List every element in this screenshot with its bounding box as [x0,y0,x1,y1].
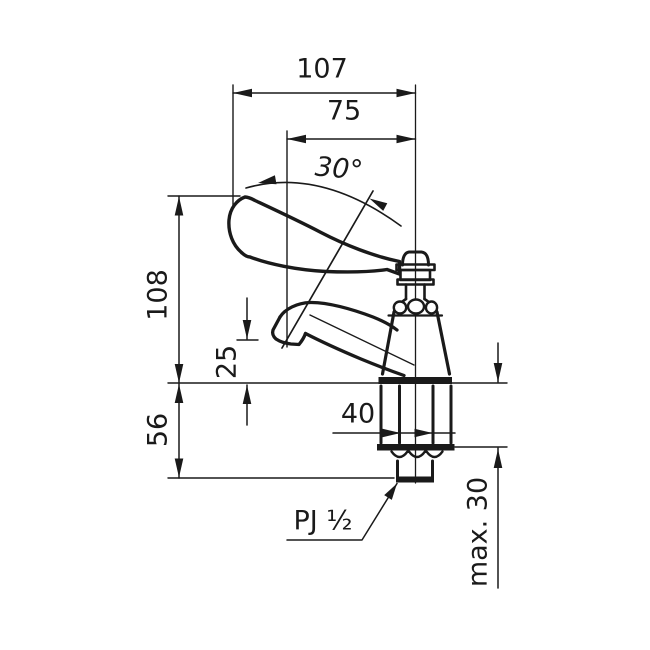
arc-arrow-right [369,198,388,211]
dim-overall-reach-label: 107 [296,53,348,85]
handle-rotated-axis [281,190,374,349]
dim-spout-reach-label: 75 [326,95,362,127]
dim-shank-length-label: 56 [142,412,174,448]
extension-lines [167,84,508,484]
bonnet-neck [404,283,426,301]
lever-handle [227,195,402,276]
angle-arc [245,181,402,227]
dim-overall-height-label: 108 [142,269,174,321]
leader-arrow [384,483,397,500]
faucet-outline [227,195,455,483]
spout-inner-line [309,314,415,366]
bonnet-flange [396,278,435,286]
dim-max-deck-thickness-label: max. 30 [462,476,494,588]
cap-dome [401,250,430,267]
spout-top [278,300,399,332]
body-skirt [380,310,452,376]
dim-shank-width-label: 40 [340,398,376,430]
spout-underside [303,331,406,378]
nut-sides [396,459,434,479]
washer [377,444,455,451]
dimension-arrowheads [174,88,503,500]
spout-outlet [270,315,308,347]
arc-arrow-left [258,175,277,185]
dim-spout-height-label: 25 [211,344,243,380]
bell-balls [392,298,439,315]
leader-line [286,482,398,541]
dim-handle-angle-label: 30° [313,151,365,187]
connection-thread-label: PJ ½ [293,505,353,537]
nut-bottom [396,476,434,483]
nut-scallops [390,450,444,459]
shank-walls [379,384,453,445]
deck-flange [378,377,452,384]
